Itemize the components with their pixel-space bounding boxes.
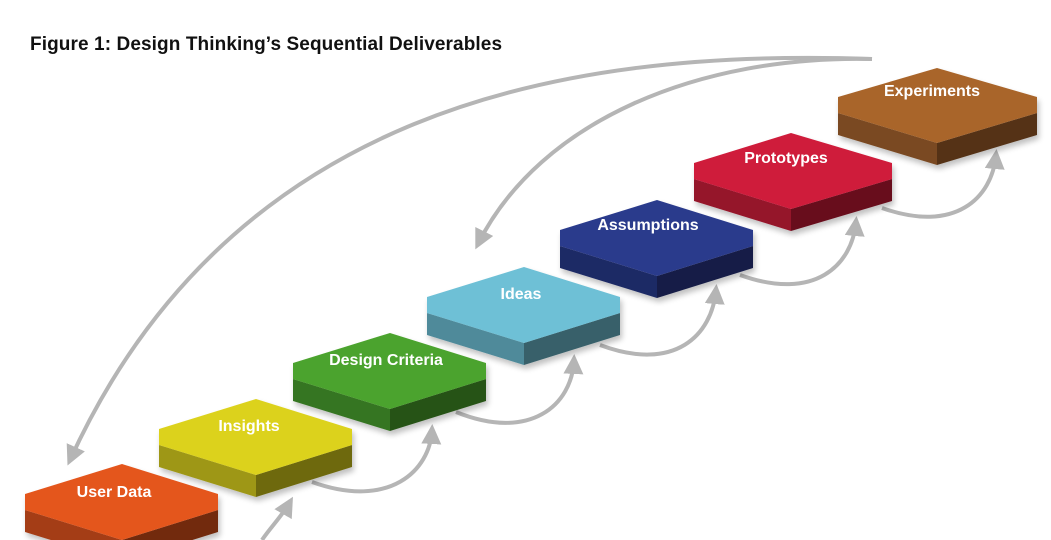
arc-arrow-design-criteria-to-ideas <box>455 354 584 425</box>
step-assumptions: Assumptions <box>560 200 753 298</box>
feedback-arrow-to-user-data <box>66 55 873 466</box>
step-experiments-top <box>838 68 1037 143</box>
arc-arrow-insights-to-design-criteria <box>311 424 442 494</box>
step-assumptions-top <box>560 200 753 276</box>
step-prototypes-side <box>791 179 892 231</box>
step-ideas-label: Ideas <box>501 286 542 303</box>
step-insights-side <box>256 445 352 497</box>
step-prototypes-front <box>694 179 791 231</box>
step-experiments-label: Experiments <box>884 83 980 100</box>
step-user-data-top <box>25 464 218 540</box>
step-assumptions-front <box>560 246 657 298</box>
step-prototypes: Prototypes <box>694 133 892 231</box>
step-design-criteria-front <box>293 379 390 431</box>
step-insights-top <box>159 399 352 475</box>
figure-title: Figure 1: Design Thinking’s Sequential D… <box>30 34 503 55</box>
step-assumptions-label: Assumptions <box>597 217 698 234</box>
step-user-data-label: User Data <box>77 484 152 501</box>
step-ideas-side <box>524 313 620 365</box>
step-prototypes-top <box>694 133 892 209</box>
feedback-arrow-to-ideas <box>475 56 873 250</box>
step-ideas-front <box>427 313 524 365</box>
arc-arrow-ideas-to-assumptions <box>599 284 725 357</box>
step-design-criteria: Design Criteria <box>293 333 486 431</box>
arc-arrow-assumptions-to-prototypes <box>739 216 865 287</box>
step-insights-front <box>159 445 256 497</box>
arc-arrow-user-data-to-insights <box>260 496 293 540</box>
step-ideas: Ideas <box>427 267 620 365</box>
step-experiments-front <box>838 113 937 165</box>
step-insights: Insights <box>159 399 352 497</box>
step-assumptions-side <box>657 246 753 298</box>
step-design-criteria-label: Design Criteria <box>329 352 443 369</box>
step-prototypes-label: Prototypes <box>744 150 828 167</box>
step-user-data: User Data <box>25 464 218 540</box>
step-insights-label: Insights <box>218 418 279 435</box>
step-design-criteria-side <box>390 379 486 431</box>
step-design-criteria-top <box>293 333 486 409</box>
step-experiments: Experiments <box>838 68 1037 165</box>
arc-arrow-prototypes-to-experiments <box>881 149 1005 219</box>
step-ideas-top <box>427 267 620 343</box>
step-experiments-side <box>937 113 1037 165</box>
